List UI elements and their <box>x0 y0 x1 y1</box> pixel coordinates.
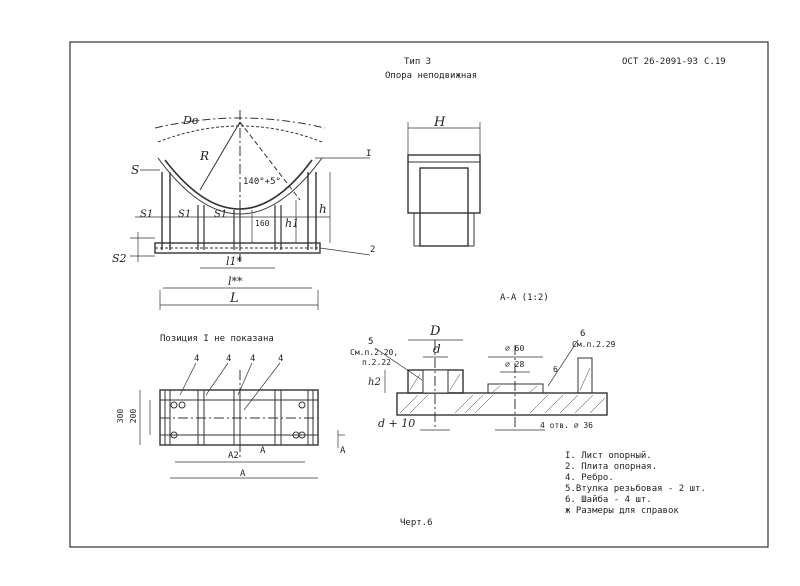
dim-l1: l1* <box>226 255 243 268</box>
dim-s2: S2 <box>112 252 127 265</box>
parts-legend: I. Лист опорный. 2. Плита опорная. 4. Ре… <box>565 452 706 516</box>
dim-L: L <box>230 291 239 306</box>
section-mark-a: А <box>260 446 266 456</box>
dim-d10: d + 10 <box>378 417 416 430</box>
front-view <box>130 110 371 310</box>
label-s: S <box>131 163 140 177</box>
side-view <box>407 122 481 247</box>
standard-number: ОСТ 26-2091-93 <box>622 57 698 67</box>
dim-h: h <box>319 202 327 216</box>
legend-item: I. Лист опорный. <box>565 451 652 461</box>
callout-1: I <box>366 149 372 159</box>
dim-h2: h2 <box>368 377 381 388</box>
legend-item: 5.Втулка резьбовая - 2 шт. <box>565 484 706 494</box>
angle-label: 140°+5° <box>243 177 281 187</box>
legend-item: 6. Шайба - 4 шт. <box>565 495 652 505</box>
dim-a2: A2 <box>228 451 239 461</box>
dim-160: 160 <box>255 219 270 228</box>
legend-item: 2. Плита опорная. <box>565 462 658 472</box>
callout-4d: 4 <box>278 354 284 364</box>
legend-item: ж Размеры для справок <box>565 506 679 516</box>
dim-28: ⌀ 28 <box>505 360 525 369</box>
section-title: А-А (1:2) <box>500 293 549 303</box>
callout-5: 5 <box>368 337 374 347</box>
dim-60: ⌀ 60 <box>505 344 525 353</box>
label-s1-a: S1 <box>140 209 154 220</box>
plan-note: Позиция I не показана <box>160 334 274 344</box>
dim-db: Dв <box>183 114 199 127</box>
page-number: С.19 <box>704 57 726 67</box>
sheet-frame <box>69 41 769 548</box>
ref-5b: п.2.22 <box>362 358 391 367</box>
ref-6: См.п.2.29 <box>572 340 616 349</box>
drawing-number: Черт.6 <box>400 518 433 528</box>
section-view <box>374 339 608 431</box>
label-s1-b: S1 <box>178 209 192 220</box>
label-s1-c: S1 <box>214 209 228 220</box>
callout-2: 2 <box>370 245 376 255</box>
holes-note: 4 отв. ⌀ 36 <box>540 421 593 430</box>
callout-6: 6 <box>580 329 586 339</box>
dim-r: R <box>200 149 210 163</box>
dim-D: D <box>430 324 441 339</box>
dim-l: l** <box>228 275 243 288</box>
plan-view <box>139 362 345 479</box>
dim-200: 200 <box>129 408 139 424</box>
dim-6: 6 <box>553 365 558 374</box>
dim-H: H <box>434 115 446 130</box>
ref-5: См.п.2.20, <box>350 348 399 357</box>
drawing-title: Опора неподвижная <box>385 71 478 81</box>
dim-a: A <box>240 469 246 479</box>
dim-h1: h1 <box>285 217 300 230</box>
dim-300: 300 <box>116 408 126 424</box>
callout-4b: 4 <box>226 354 232 364</box>
legend-item: 4. Ребро. <box>565 473 614 483</box>
type-label: Тип 3 <box>404 57 432 67</box>
callout-4a: 4 <box>194 354 200 364</box>
callout-4c: 4 <box>250 354 256 364</box>
section-mark-a-right: А <box>340 446 346 456</box>
dim-d: d <box>433 342 441 356</box>
